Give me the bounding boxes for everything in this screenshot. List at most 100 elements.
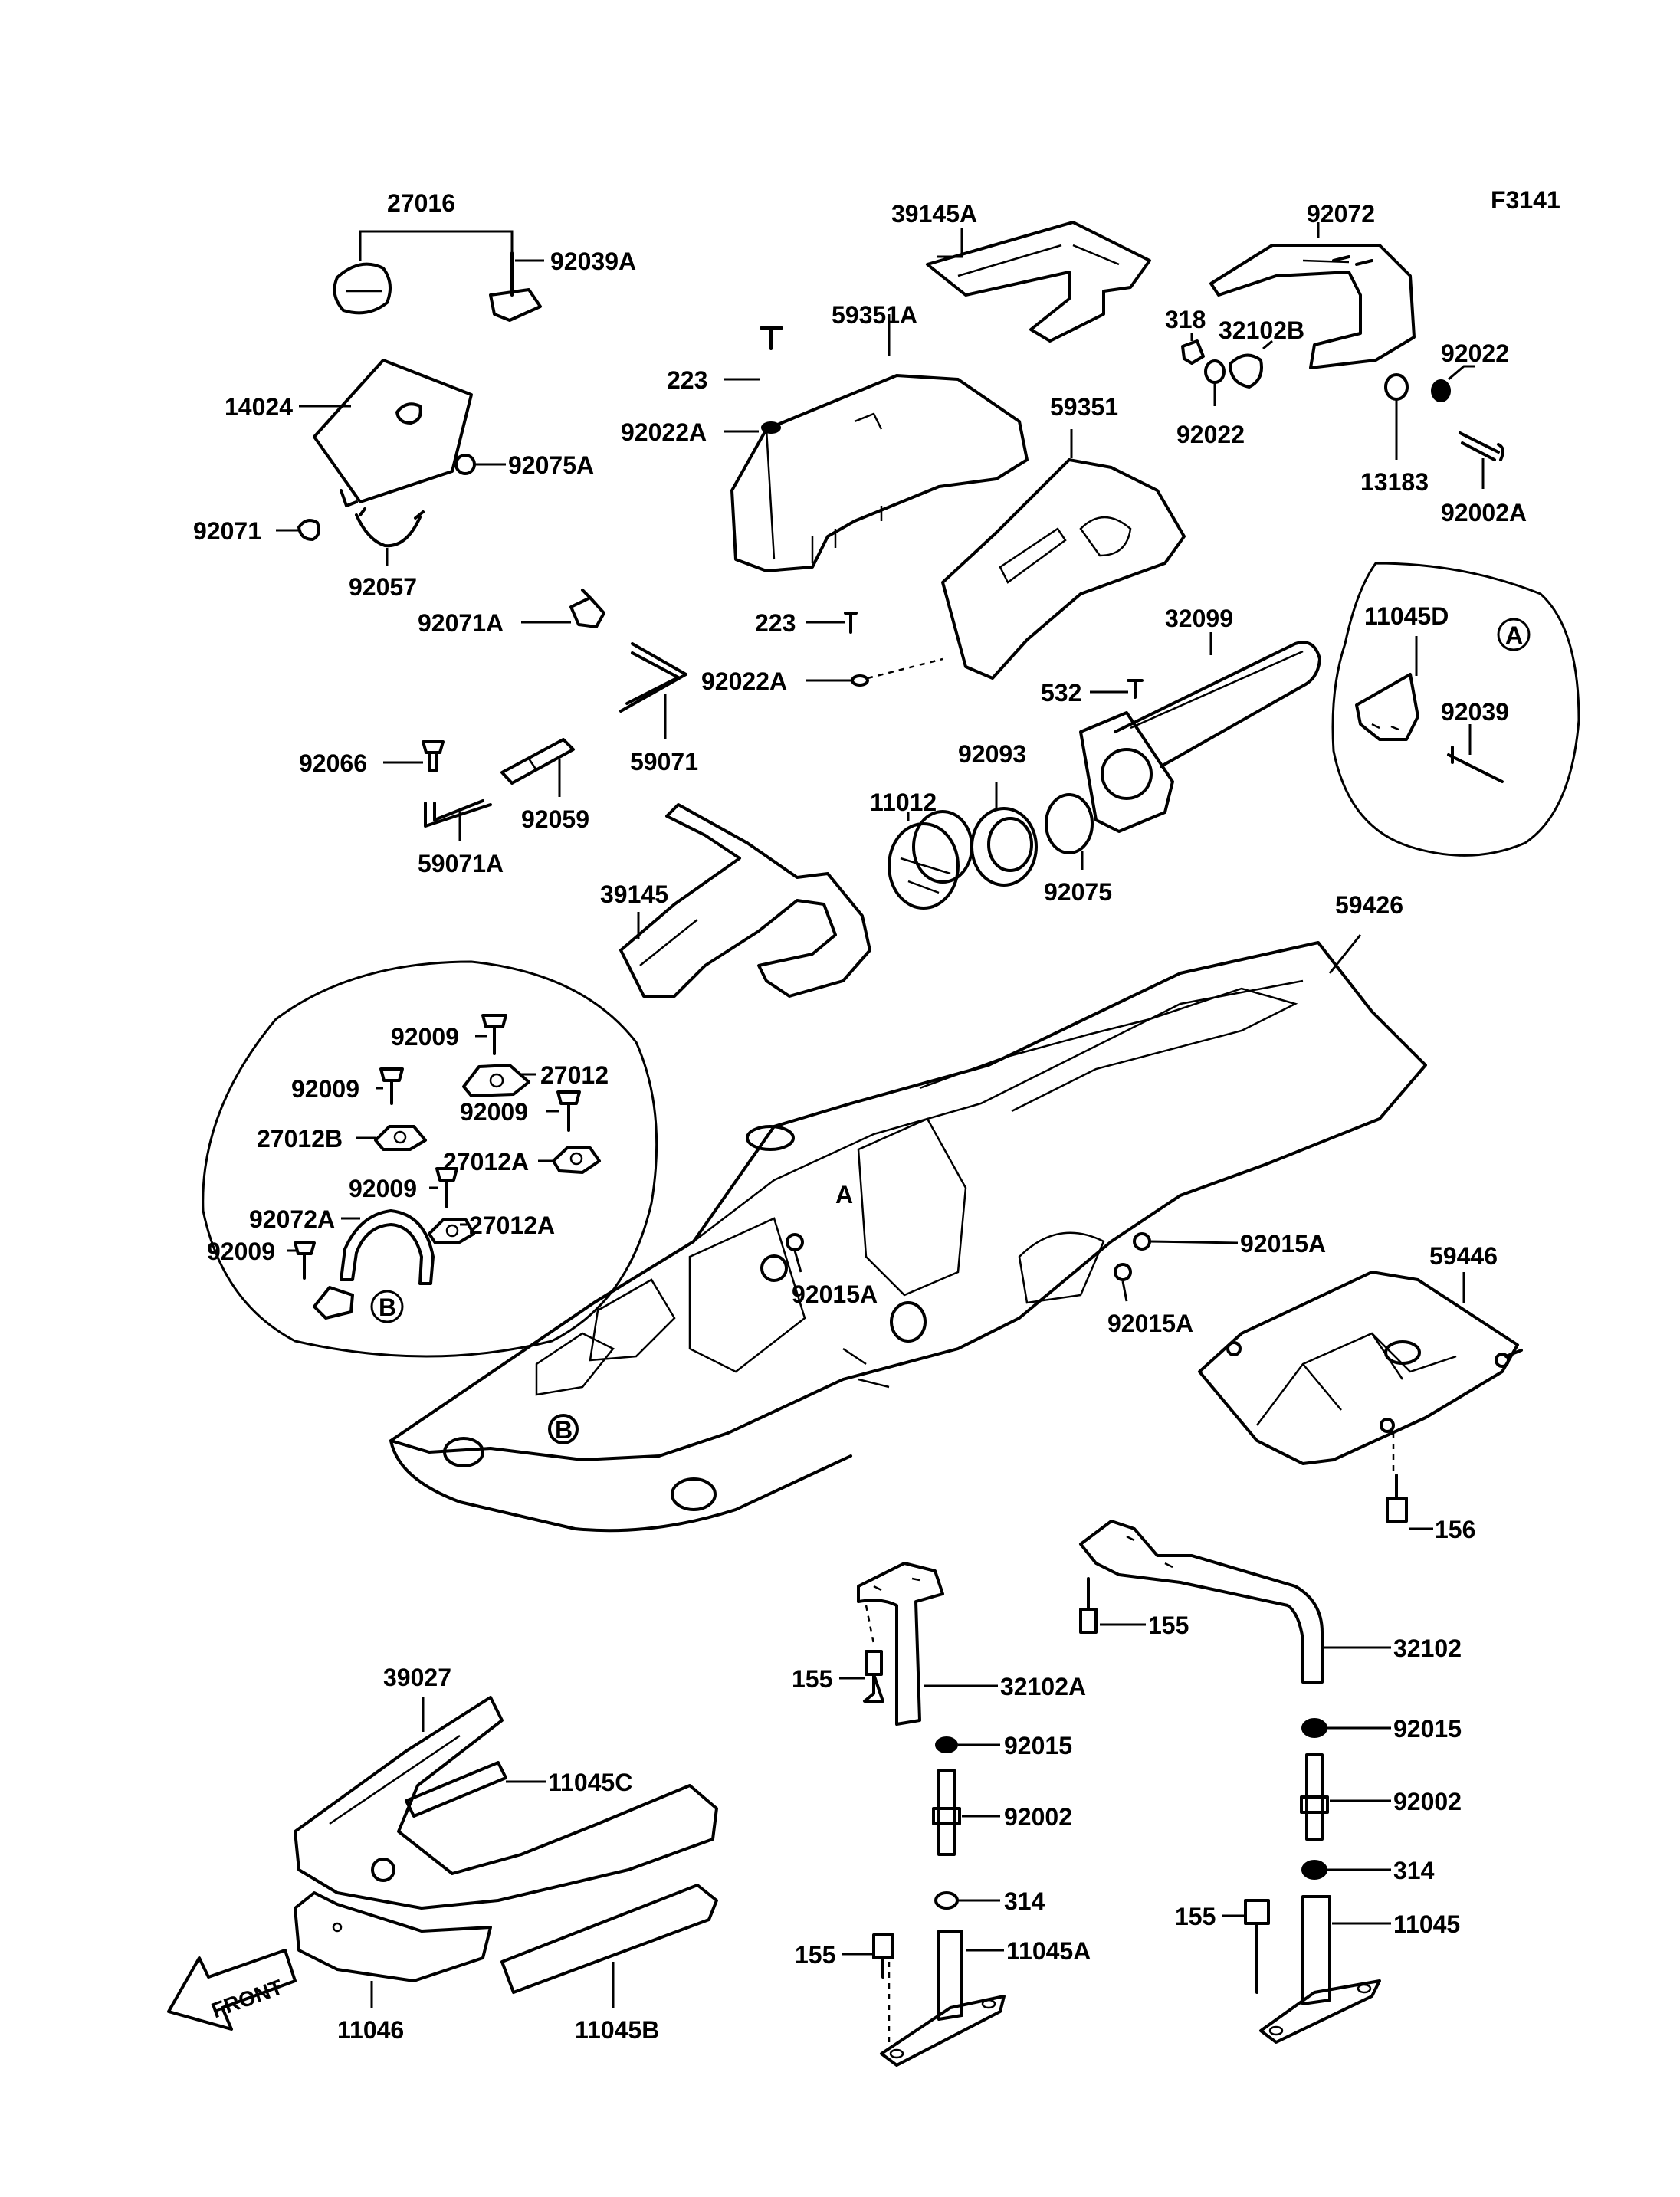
label-92066: 92066 [299,749,367,777]
bracket-part-11045D [1355,673,1419,741]
bolt-part-155-b [1079,1577,1098,1634]
plug-part-92075A [454,454,476,475]
label-11045C: 11045C [548,1769,632,1796]
bushing-part-32102B [1229,353,1263,389]
label-92002A: 92002A [1441,499,1527,526]
bolt-part-92009-c [556,1090,581,1132]
cover-part-59351A [730,374,1029,572]
stud-part-92002-right [1300,1753,1329,1841]
label-92009-e: 92009 [207,1238,275,1265]
washer-part-92022-left [1204,359,1226,384]
bracket-part-39145A [926,221,1151,343]
figure-code: F3141 [1491,186,1560,214]
post-part-11045 [1259,1895,1381,2044]
label-92039A: 92039A [550,248,636,275]
nut-part-92015-right [1301,1718,1327,1738]
plate-part-59446 [1198,1271,1523,1465]
detail-B-mark: B [379,1294,396,1321]
label-92071A: 92071A [418,609,504,637]
plate-part-11045B [500,1884,718,1994]
label-92022A-mid: 92022A [701,667,787,695]
screw-part-223-top [760,326,783,350]
cover-plate-part-14024 [313,359,473,507]
hose-part-59071A [424,799,492,828]
hose-part-59071 [619,642,687,713]
front-label: FRONT [208,1975,286,2022]
label-156: 156 [1435,1516,1475,1543]
label-92039: 92039 [1441,698,1509,726]
label-92015-right: 92015 [1393,1715,1462,1743]
label-92015A-b: 92015A [1240,1230,1326,1258]
bolt-part-92039 [1447,746,1504,783]
label-11045B: 11045B [575,2016,659,2044]
pipe-part-32102A [857,1562,944,1726]
label-11045D: 11045D [1364,602,1449,630]
label-32102A: 32102A [1000,1673,1086,1700]
pipe-part-92059 [500,738,575,785]
label-27012A-lower: 27012A [469,1212,555,1239]
label-59446: 59446 [1429,1242,1498,1270]
label-155-c: 155 [795,1941,835,1969]
label-92009-b: 92009 [291,1075,359,1103]
cover-part-59351 [941,458,1186,680]
bolt-part-155-d [1244,1899,1270,1994]
label-13183: 13183 [1360,468,1429,496]
label-14024: 14024 [225,393,293,421]
bolt-part-92066 [422,740,445,772]
label-27016: 27016 [387,189,455,217]
label-92071: 92071 [193,517,261,545]
gasket-part-92075 [1045,793,1094,854]
bolt-part-92009-b [379,1067,404,1105]
label-32099: 32099 [1165,605,1233,632]
bracket-part-39145 [619,803,871,998]
label-92059: 92059 [521,805,589,833]
bumper-part-11046 [294,1891,492,1982]
label-314-right: 314 [1393,1857,1435,1884]
bolt-part-92009-e [294,1241,316,1280]
hull-mark-B: B [555,1416,573,1444]
front-arrow-icon: FRONT [167,1949,297,2031]
cap-part-11012 [888,810,973,910]
plate-part-11045C [405,1761,507,1818]
nut-part-92015-left [935,1736,958,1753]
label-532: 532 [1041,679,1081,707]
clip-part-27012A-lower [428,1218,475,1244]
post-part-11045A [880,1930,1006,2067]
bolt-part-92009-d [435,1167,458,1208]
washer-part-314-right [1301,1860,1327,1880]
washer-part-13183 [1384,373,1409,401]
cable-part-92057 [355,507,425,548]
label-32102B: 32102B [1219,316,1304,344]
label-92072: 92072 [1307,200,1375,228]
hull-mark-B-circle [548,1414,579,1444]
pipe-part-32099 [1079,641,1321,833]
nut-part-92015A-a [786,1233,804,1251]
label-318: 318 [1165,306,1206,333]
grommet-part-92071 [297,519,320,541]
label-223-top: 223 [667,366,707,394]
label-92009-a: 92009 [391,1023,459,1051]
label-92002-left: 92002 [1004,1803,1072,1831]
clip-part-27012B [374,1125,427,1151]
label-59351A: 59351A [832,301,917,329]
label-92022-right: 92022 [1441,339,1509,367]
screw-part-223-mid [844,612,858,634]
hull-mark-A: A [835,1181,853,1208]
label-39145A: 39145A [891,200,977,228]
label-39145: 39145 [600,880,668,908]
label-92022A-top: 92022A [621,418,707,446]
clip-part-27012 [462,1064,530,1097]
band-part-92072A [313,1209,435,1320]
label-59351: 59351 [1050,393,1118,421]
label-155-d: 155 [1175,1903,1216,1930]
washer-part-92022A-top [761,421,781,434]
label-11045: 11045 [1393,1910,1460,1938]
label-27012: 27012 [540,1061,609,1089]
label-11046: 11046 [337,2016,404,2044]
nut-part-92015A-b [1133,1232,1151,1251]
label-92022-left: 92022 [1176,421,1245,448]
label-155-b: 155 [1148,1612,1189,1639]
nut-part-92015A-c [1114,1263,1132,1281]
label-92009-d: 92009 [349,1175,417,1202]
